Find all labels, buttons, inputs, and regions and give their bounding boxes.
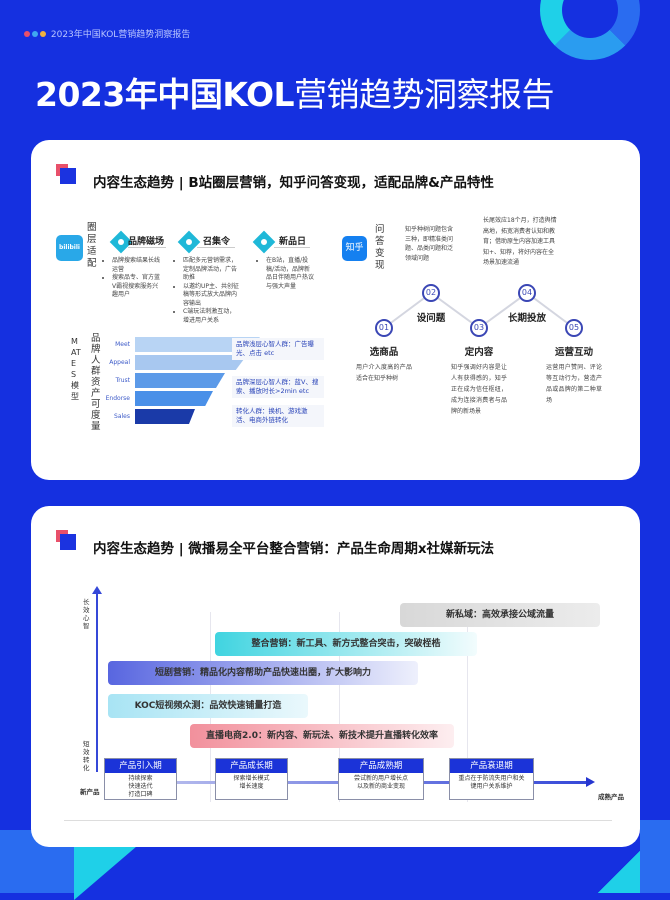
step-label: 设问题 (416, 313, 446, 324)
stage-text: 尝试新的用户增长点以及新的商业变现 (339, 773, 423, 791)
zhihu-note: 知乎种树问题包含三种，即精准类问题、品类问题和泛领域问题 (405, 226, 454, 262)
step-label: 长期投放 (507, 313, 547, 324)
stage-text-line: 探索增长模式 (233, 775, 270, 782)
y-bottom-label: 短效转化 (83, 740, 90, 772)
page-title: 2023年中国KOL营销趋势洞察报告 (35, 68, 555, 116)
column-title: 新品日 (279, 237, 307, 247)
step-number: 03 (470, 319, 488, 337)
asset-label: 品牌人群资产可度量 (91, 333, 101, 432)
stage-text-line: 键用户关系维护 (470, 783, 513, 790)
bilibili-logo: bilibili (56, 235, 83, 261)
funnel-label: Endorse (105, 395, 130, 402)
card1-title: 内容生态趋势 | B站圈层营销，知乎问答变现，适配品牌&产品特性 (93, 175, 494, 191)
funnel-note: 品牌浅层心智人群：广告曝光、点击 etc (232, 338, 324, 360)
funnel-label: Trust (115, 377, 130, 384)
stage-box: 产品衰退期重点在于防流失用户和关键用户关系维护 (449, 758, 534, 800)
grid-line (339, 612, 340, 802)
stage-box: 产品成长期探索增长模式增长速度 (215, 758, 288, 800)
stage-text-line: 快速迭代 (128, 783, 153, 790)
column-bullets: 在B站，直播/投稿/活动，品牌新品日伴随用户热议与强大声量 (258, 257, 314, 291)
stage-text: 探索增长模式增长速度 (216, 773, 287, 791)
funnel-label: Appeal (109, 359, 130, 366)
stage-title: 产品引入期 (105, 759, 176, 773)
grid-line (467, 612, 468, 802)
title-part2: KOL (222, 75, 295, 114)
dot-blue (32, 31, 38, 37)
funnel-bar (135, 409, 195, 424)
x-arrow-head (586, 777, 595, 787)
step-label: 选商品 (369, 347, 399, 358)
step-number: 02 (422, 284, 440, 302)
stage-text: 重点在于防流失用户和关键用户关系维护 (450, 773, 533, 791)
side-block-right (640, 820, 670, 893)
stage-text: 持续探索快速迭代打造口碑 (105, 773, 176, 799)
y-arrow-head (92, 586, 102, 594)
step-description: 用户介入度高的产品适合在知乎种树 (356, 364, 412, 382)
title-part1: 2023年中国 (35, 75, 223, 114)
step-label: 运营互动 (554, 347, 594, 358)
stage-box: 产品引入期持续探索快速迭代打造口碑 (104, 758, 177, 800)
dot-red (24, 31, 30, 37)
funnel-bar (135, 355, 247, 370)
funnel-label: Meet (115, 341, 130, 348)
step-number: 01 (375, 319, 393, 337)
band-private-domain: 新私域：高效承接公域流量 (400, 603, 600, 627)
step-description: 运营用户赞同、评论等互动行为，营造产品或品牌的第二种草场 (546, 364, 602, 404)
card-bilibili-zhihu (31, 140, 640, 480)
topbar-title: 2023年中国KOL营销趋势洞察报告 (50, 30, 191, 40)
funnel-bar (135, 373, 225, 388)
stage-text-line: 打造口碑 (128, 791, 153, 798)
column-bullets: 匹配多元营销需求，定制品牌活动，广告助推 以邀约UP主、共创征稿等形式放大品牌内… (175, 257, 241, 325)
divider (128, 247, 166, 248)
dot-yellow (40, 31, 46, 37)
stage-text-line: 重点在于防流失用户和关 (458, 775, 525, 782)
divider (64, 820, 612, 821)
y-top-label: 长效心智 (83, 598, 90, 630)
stage-title: 产品成长期 (216, 759, 287, 773)
step-label: 定内容 (464, 347, 494, 358)
stage-text-line: 以及新的商业变现 (356, 783, 405, 790)
card2-title: 内容生态趋势 | 微播易全平台整合营销：产品生命周期x社媒新玩法 (93, 541, 495, 557)
divider (274, 247, 310, 248)
stage-text-line: 尝试新的用户增长点 (353, 775, 408, 782)
funnel-bar (135, 391, 213, 406)
funnel-note: 转化人群：换机、游戏激活、电商外链转化 (232, 405, 324, 427)
stage-text-line: 持续探索 (128, 775, 153, 782)
section-icon (56, 164, 76, 184)
funnel-note: 品牌深层心智人群：蓝V、搜索、播放时长>2min etc (232, 376, 324, 398)
topbar: 2023年中国KOL营销趋势洞察报告 (24, 27, 190, 40)
zhihu-logo: 知乎 (342, 236, 367, 261)
triangle-decoration-left (74, 840, 144, 900)
divider (197, 247, 235, 248)
mates-label: MATES模型 (71, 337, 81, 401)
column-bullets: 品牌搜索结果长线运营 搜索品专、官方蓝V霸视搜索服务兴趣用户 (104, 257, 164, 300)
band-short-drama: 短剧营销：精品化内容帮助产品快速出圈，扩大影响力 (108, 661, 418, 685)
section-icon (56, 530, 76, 550)
band-integrated-marketing: 整合营销：新工具、新方式整合突击，突破桎梏 (215, 632, 477, 656)
zhihu-side-label: 问答变现 (375, 224, 385, 271)
funnel-bar (135, 337, 260, 352)
band-live-commerce: 直播电商2.0：新内容、新玩法、新技术提升直播转化效率 (190, 724, 454, 748)
funnel-label: Sales (114, 413, 130, 420)
zhihu-step-path (383, 291, 575, 330)
x-end-label: 成熟产品 (598, 793, 624, 801)
x-start-label: 新产品 (80, 788, 100, 796)
column-title: 品牌磁场 (128, 237, 165, 247)
bilibili-side-label: 圈层适配 (87, 222, 97, 269)
step-description: 知乎强调好内容是让人有获得感的，知乎正在成为信任枢纽，成为连接消费者与品牌的新场… (451, 364, 507, 415)
column-title: 召集令 (203, 237, 231, 247)
stage-text-line: 增长速度 (239, 783, 264, 790)
band-koc: KOC短视频众测：品效快速铺量打造 (108, 694, 308, 718)
zhihu-note: 长尾效应18个月，打造舆情高地，拓宽消费者认知和教育；借助原生内容加速工具知+、… (483, 217, 557, 266)
stage-title: 产品衰退期 (450, 759, 533, 773)
step-number: 05 (565, 319, 583, 337)
y-axis-arrow (96, 592, 98, 772)
step-number: 04 (518, 284, 536, 302)
stage-title: 产品成熟期 (339, 759, 423, 773)
title-part3: 营销趋势洞察报告 (294, 75, 555, 114)
stage-box: 产品成熟期尝试新的用户增长点以及新的商业变现 (338, 758, 424, 800)
